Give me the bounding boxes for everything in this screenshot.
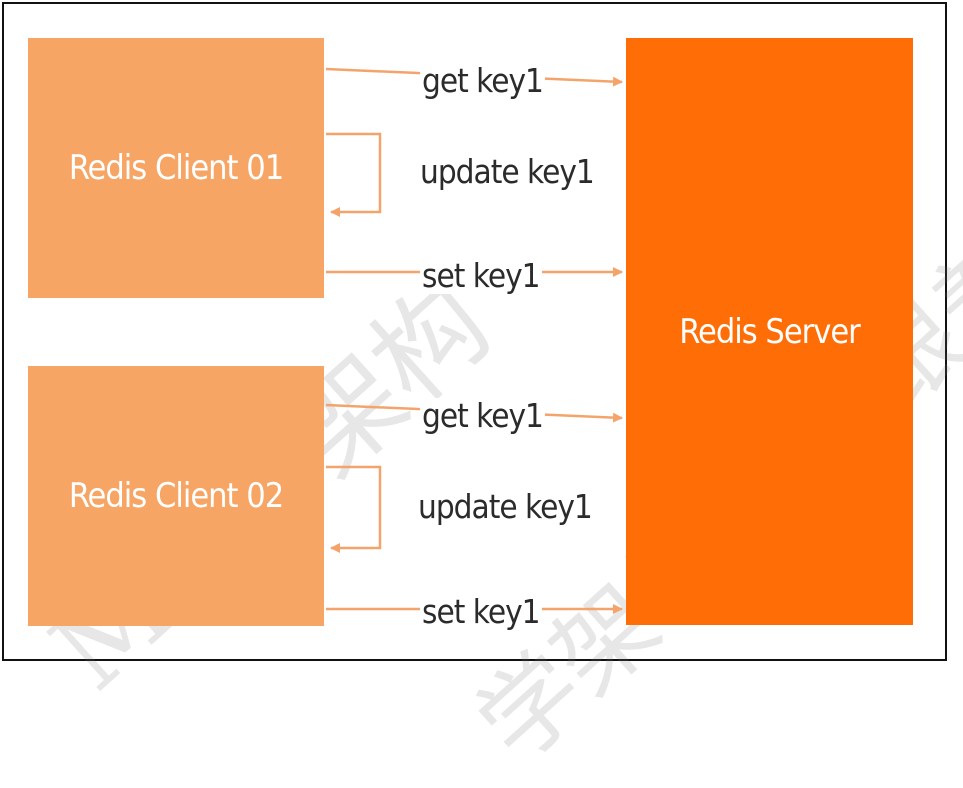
redis-client-01-box: Redis Client 01 xyxy=(28,38,324,298)
client2-update-label: update key1 xyxy=(416,487,594,526)
client2-update-loop-arrow xyxy=(326,465,382,553)
client2-set-label: set key1 xyxy=(420,592,542,631)
redis-client-02-label: Redis Client 02 xyxy=(68,476,284,516)
redis-server-box: Redis Server xyxy=(626,38,913,625)
redis-server-label: Redis Server xyxy=(679,311,860,352)
client1-update-loop-arrow xyxy=(326,132,382,217)
redis-client-02-box: Redis Client 02 xyxy=(28,366,324,626)
client1-set-label: set key1 xyxy=(420,256,542,295)
client2-get-label: get key1 xyxy=(420,396,545,435)
client1-update-label: update key1 xyxy=(418,152,596,191)
client1-get-label: get key1 xyxy=(420,61,545,100)
redis-client-01-label: Redis Client 01 xyxy=(68,148,284,188)
